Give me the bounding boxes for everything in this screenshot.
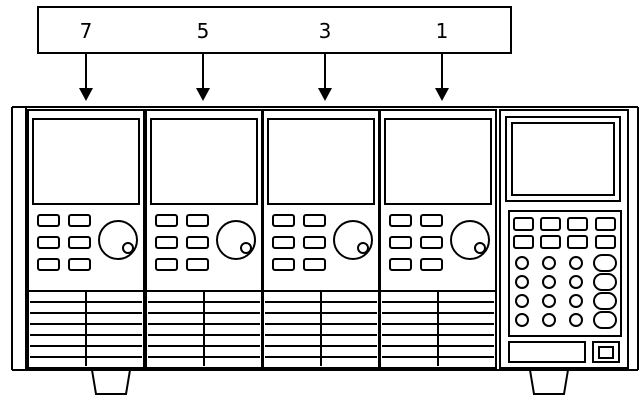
module-display: [150, 118, 258, 205]
foot-left: [91, 369, 131, 395]
mainframe-border: [499, 109, 629, 369]
module-button: [186, 258, 209, 271]
mainframe-round-key: [515, 313, 529, 327]
channel-label-7: 7: [80, 19, 93, 43]
mainframe-display-inner: [511, 122, 615, 196]
module-button: [155, 258, 178, 271]
mainframe-round-key: [569, 294, 583, 308]
mainframe-key: [513, 235, 534, 249]
module-knob: [333, 220, 373, 260]
mainframe-key: [540, 235, 561, 249]
channel-label-5: 5: [197, 19, 210, 43]
foot-right: [529, 369, 569, 395]
mainframe-oval-key: [593, 254, 617, 272]
label-box: [37, 6, 512, 54]
module-knob: [450, 220, 490, 260]
mainframe-round-key: [515, 294, 529, 308]
module-button: [303, 236, 326, 249]
channel-label-3: 3: [319, 19, 332, 43]
module-display: [32, 118, 140, 205]
arrow-1: [435, 54, 449, 101]
mainframe-round-key: [542, 256, 556, 270]
module-button: [68, 236, 91, 249]
module-button: [389, 258, 412, 271]
mainframe-key: [513, 217, 534, 231]
mainframe-round-key: [515, 275, 529, 289]
module-button: [37, 214, 60, 227]
mainframe-key: [595, 235, 616, 249]
mainframe-round-key: [542, 313, 556, 327]
module-button: [68, 214, 91, 227]
module-button: [37, 258, 60, 271]
module-button: [68, 258, 91, 271]
module-button: [272, 214, 295, 227]
load-module-7: [27, 109, 145, 369]
module-button: [420, 236, 443, 249]
mainframe-panel: [499, 109, 629, 369]
mainframe-round-key: [569, 256, 583, 270]
module-button: [155, 214, 178, 227]
module-button: [272, 258, 295, 271]
mainframe-round-key: [569, 275, 583, 289]
mainframe-power-switch: [592, 341, 620, 363]
module-border: [379, 109, 497, 369]
mainframe-key: [567, 217, 588, 231]
module-button: [303, 258, 326, 271]
module-display: [384, 118, 492, 205]
module-button: [37, 236, 60, 249]
module-button: [389, 214, 412, 227]
module-button: [420, 258, 443, 271]
mainframe-keypad-frame: [508, 210, 622, 337]
module-button: [186, 214, 209, 227]
arrow-5: [196, 54, 210, 101]
mainframe-slot: [508, 341, 586, 363]
mainframe-power-button: [598, 346, 614, 359]
chassis: [11, 106, 639, 371]
module-button: [303, 214, 326, 227]
mainframe-oval-key: [593, 311, 617, 329]
module-button: [389, 236, 412, 249]
module-button: [420, 214, 443, 227]
load-module-1: [379, 109, 497, 369]
load-module-5: [145, 109, 263, 369]
arrows: [79, 54, 449, 101]
module-knob-dimple: [122, 242, 134, 254]
mainframe-round-key: [542, 275, 556, 289]
mainframe-oval-key: [593, 273, 617, 291]
module-button: [272, 236, 295, 249]
module-knob: [216, 220, 256, 260]
module-knob-dimple: [357, 242, 369, 254]
module-display: [267, 118, 375, 205]
module-button: [155, 236, 178, 249]
module-button: [186, 236, 209, 249]
mainframe-round-key: [569, 313, 583, 327]
mainframe-key: [540, 217, 561, 231]
mainframe-key: [595, 217, 616, 231]
load-module-3: [262, 109, 380, 369]
module-knob: [98, 220, 138, 260]
mainframe-round-key: [542, 294, 556, 308]
mainframe-key: [567, 235, 588, 249]
mainframe-display-outer: [505, 116, 621, 202]
channel-label-1: 1: [436, 19, 449, 43]
module-knob-dimple: [474, 242, 486, 254]
mainframe-round-key: [515, 256, 529, 270]
feet: [91, 369, 569, 395]
module-knob-dimple: [240, 242, 252, 254]
load-modules: [27, 109, 497, 369]
arrow-7: [79, 54, 93, 101]
mainframe-oval-key: [593, 292, 617, 310]
arrow-3: [318, 54, 332, 101]
module-border: [27, 109, 145, 369]
